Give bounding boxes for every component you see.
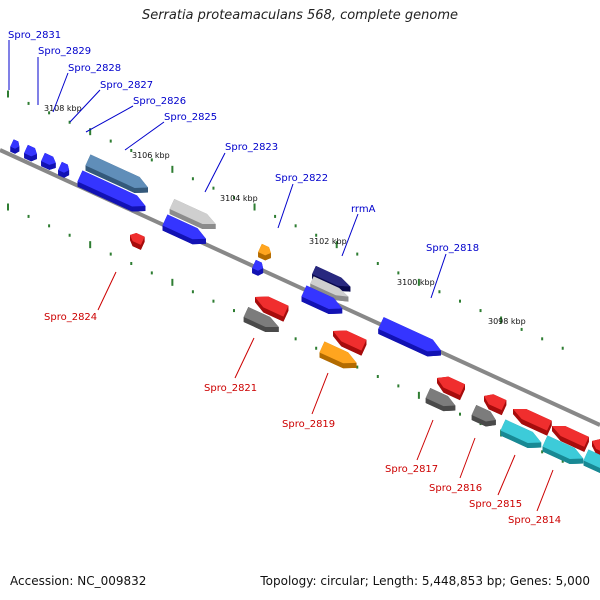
forward-leader-line <box>124 121 165 151</box>
gene-spro-2828 <box>41 152 56 170</box>
label-spro-2828[interactable]: Spro_2828 <box>68 63 121 74</box>
label-spro-2824[interactable]: Spro_2824 <box>44 312 97 323</box>
gene-rrma <box>312 265 351 292</box>
forward-leader-line <box>52 72 69 113</box>
gene-spro-2823 <box>162 214 206 245</box>
forward-leader-line <box>204 152 226 193</box>
gene-spro-2821a <box>255 296 289 322</box>
gene-spro-2816a <box>484 394 507 416</box>
scale-label-3106: 3106 kbp <box>132 151 170 160</box>
gene-spro-2826 <box>85 154 148 193</box>
gene-spro-2818 <box>378 317 441 357</box>
reverse-leader-line <box>536 469 554 512</box>
gene-spro-2827 <box>58 161 70 178</box>
gene-spro-2814 <box>542 435 584 464</box>
gene-spro-2819 <box>319 341 357 369</box>
gene-spro-2822 <box>252 259 264 276</box>
gene-spro-2824 <box>130 232 145 250</box>
forward-leader-line <box>277 183 294 229</box>
gene-spro-2831 <box>10 139 20 154</box>
label-spro-2819[interactable]: Spro_2819 <box>282 419 335 430</box>
scale-label-3100: 3100 kbp <box>397 278 435 287</box>
label-spro-2815[interactable]: Spro_2815 <box>469 499 522 510</box>
label-spro-2831[interactable]: Spro_2831 <box>8 30 61 41</box>
reverse-leader-line <box>234 337 255 379</box>
gene-spro-2825 <box>77 170 146 212</box>
label-spro-2814[interactable]: Spro_2814 <box>508 515 561 526</box>
gene-spro-2815 <box>500 419 542 448</box>
label-spro-2827[interactable]: Spro_2827 <box>100 80 153 91</box>
label-rrma[interactable]: rrmA <box>351 204 376 215</box>
label-spro-2817[interactable]: Spro_2817 <box>385 464 438 475</box>
gene-spro-2814a <box>552 426 589 452</box>
gene-features <box>10 139 600 474</box>
gene-spro-2817a <box>437 376 465 401</box>
accession-label: Accession: NC_009832 <box>10 574 147 588</box>
scale-label-3108: 3108 kbp <box>44 104 82 113</box>
label-spro-2816[interactable]: Spro_2816 <box>429 483 482 494</box>
topology-summary: Topology: circular; Length: 5,448,853 bp… <box>260 574 590 588</box>
forward-leader-line <box>69 89 101 123</box>
label-spro-2823[interactable]: Spro_2823 <box>225 142 278 153</box>
forward-leader-line <box>85 105 134 133</box>
reverse-leader-line <box>497 454 516 496</box>
gene-spro-2816 <box>471 405 496 427</box>
gene-spro-2823a <box>169 199 216 229</box>
reverse-leader-line <box>459 437 476 479</box>
reverse-leader-line <box>311 372 329 415</box>
forward-leader-line <box>430 253 447 299</box>
gene-spro-2817 <box>425 388 456 412</box>
map-title: Serratia proteamaculans 568, complete ge… <box>141 8 459 23</box>
scale-label-3098: 3098 kbp <box>488 317 526 326</box>
label-spro-2826[interactable]: Spro_2826 <box>133 96 186 107</box>
reverse-leader-line <box>416 419 434 461</box>
gene-spro-2813 <box>583 449 600 474</box>
label-spro-2829[interactable]: Spro_2829 <box>38 46 91 57</box>
forward-leader-line <box>341 213 359 257</box>
gene-labels: Spro_2831 Spro_2829 Spro_2828 Spro_2827 … <box>8 30 561 526</box>
reverse-leader-line <box>97 271 117 311</box>
gene-spro-2813a <box>592 439 600 456</box>
label-spro-2822[interactable]: Spro_2822 <box>275 173 328 184</box>
gene-spro-2815a <box>513 409 552 436</box>
label-spro-2825[interactable]: Spro_2825 <box>164 112 217 123</box>
gene-spro-2821 <box>243 307 279 332</box>
label-leader-lines <box>8 40 554 512</box>
scale-label-3104: 3104 kbp <box>220 194 258 203</box>
gene-spro-2822a <box>258 243 271 261</box>
label-spro-2821[interactable]: Spro_2821 <box>204 383 257 394</box>
gene-spro-2820 <box>301 285 343 314</box>
gene-spro-2819a <box>333 330 367 356</box>
gene-spro-2829 <box>24 144 37 162</box>
gene-rrma-2 <box>310 276 349 302</box>
scale-label-3102: 3102 kbp <box>309 237 347 246</box>
label-spro-2818[interactable]: Spro_2818 <box>426 243 479 254</box>
scale-labels: 3108 kbp 3106 kbp 3104 kbp 3102 kbp 3100… <box>44 104 526 326</box>
